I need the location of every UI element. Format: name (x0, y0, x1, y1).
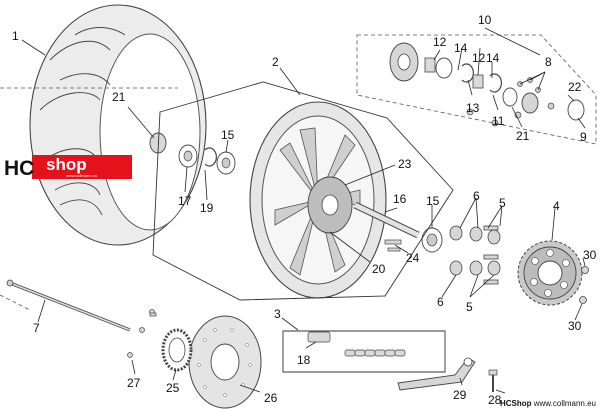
sprocket-nuts (579, 266, 589, 304)
spacer-tube (353, 201, 420, 239)
callout-7: 7 (33, 321, 40, 335)
credit-brand: HCShop (499, 399, 532, 408)
callout-20: 20 (372, 262, 386, 276)
rear-axle (6, 279, 131, 332)
credit-line: HCShop www.collmann.eu (500, 399, 596, 408)
callout-25: 25 (166, 381, 180, 395)
callout-21a: 21 (112, 90, 126, 104)
callout-11: 11 (492, 114, 505, 128)
callout-4: 4 (553, 199, 560, 213)
wheel-rim (249, 101, 387, 299)
sensor-ring (161, 328, 193, 372)
cush-drive-hub-group (389, 42, 585, 127)
bolt (488, 369, 498, 392)
callout-12b: 12 (472, 51, 486, 65)
callout-26: 26 (264, 391, 278, 405)
credit-url: www.collmann.eu (533, 399, 596, 408)
callout-6b: 6 (437, 295, 444, 309)
cush-rubbers-and-studs (449, 225, 501, 285)
tyre (29, 4, 207, 246)
callout-17: 17 (178, 194, 192, 208)
callout-14a: 14 (454, 41, 468, 55)
callout-30b: 30 (568, 319, 582, 333)
bearing-right (421, 227, 443, 253)
callout-30a: 30 (583, 248, 597, 262)
hc-shop-logo: HC shop www.collmann.eu (2, 155, 132, 180)
rear-sprocket (517, 240, 583, 306)
callout-13: 13 (466, 101, 480, 115)
callout-3: 3 (274, 307, 281, 321)
callout-15a: 15 (221, 128, 235, 142)
callout-1: 1 (12, 29, 19, 43)
bearing-set-left (149, 132, 236, 175)
callout-14b: 14 (486, 51, 500, 65)
callout-29: 29 (453, 388, 467, 402)
leader-lines (21, 27, 586, 394)
group-outlines (0, 34, 597, 373)
callout-9: 9 (580, 130, 587, 144)
callout-5a: 5 (499, 196, 506, 210)
logo-shop-text: shop (46, 155, 87, 174)
callout-24: 24 (406, 251, 420, 265)
callout-27: 27 (127, 376, 141, 390)
logo-sub-text: www.collmann.eu (66, 173, 97, 178)
callout-2: 2 (272, 55, 279, 69)
disc-bolts (127, 309, 157, 358)
chain-adjuster (397, 357, 476, 391)
callout-6a: 6 (473, 189, 480, 203)
callout-19: 19 (200, 201, 214, 215)
callout-15b: 15 (426, 194, 440, 208)
callout-numbers: 1 2 3 4 5 5 6 6 7 8 9 10 11 12 12 13 14 … (12, 13, 597, 407)
callout-10: 10 (478, 13, 492, 27)
callout-21b: 21 (516, 129, 530, 143)
callout-5b: 5 (466, 300, 473, 314)
callout-23: 23 (398, 157, 412, 171)
callout-28: 28 (488, 393, 502, 407)
callout-8: 8 (545, 55, 552, 69)
callout-16: 16 (393, 192, 407, 206)
brake-disc (188, 315, 262, 409)
valve-parts (384, 239, 402, 252)
callout-22: 22 (568, 80, 582, 94)
logo-hc-text: HC (4, 157, 34, 180)
callout-18: 18 (297, 353, 311, 367)
drive-chain (307, 331, 406, 357)
callout-12a: 12 (433, 35, 447, 49)
